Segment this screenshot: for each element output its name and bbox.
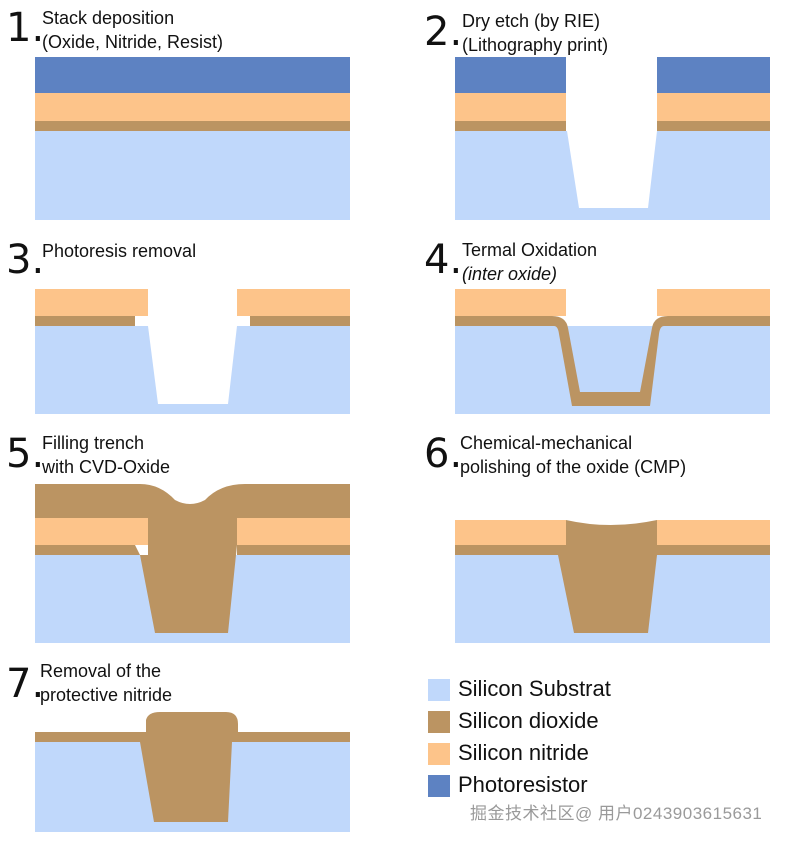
step-3-oxide-left [35, 316, 135, 326]
step-1-nitride-layer [35, 93, 350, 121]
step-5-title: Filling trench [42, 433, 145, 453]
legend-item-silicon-dioxide: Silicon dioxide [428, 707, 688, 739]
legend-item-silicon-substrate: Silicon Substrat [428, 675, 688, 707]
legend-label: Photoresistor [458, 772, 588, 797]
legend-swatch [428, 743, 450, 765]
legend-label: Silicon Substrat [458, 676, 611, 701]
step-3-title: Photoresis removal [42, 241, 197, 261]
step-2-subtitle: (Lithography print) [462, 35, 609, 55]
legend-item-silicon-nitride: Silicon nitride [428, 739, 688, 771]
step-1-subtitle: (Oxide, Nitride, Resist) [42, 32, 224, 52]
step-5-cvd-oxide-fill [35, 484, 350, 633]
step-5-number: 5. [6, 431, 45, 477]
step-2-nitride-right [657, 93, 770, 121]
step-5-nitride-right [237, 518, 350, 545]
step-5-subtitle: with CVD-Oxide [42, 457, 171, 477]
step-7-isolation-oxide-plug [140, 712, 238, 822]
step-6-number: 6. [424, 431, 463, 477]
legend-swatch [428, 679, 450, 701]
step-6-polished-oxide-plug [558, 520, 657, 633]
step-4-nitride-left [455, 289, 566, 316]
legend-label: Silicon nitride [458, 740, 589, 765]
step-6-oxide-right [657, 545, 770, 555]
step-1-oxide-layer [35, 121, 350, 131]
step-4-subtitle: (inter oxide) [462, 264, 558, 284]
step-1-title: Stack deposition [42, 8, 175, 28]
step-1-photoresist-layer [35, 57, 350, 93]
step-6-title: Chemical-mechanical [460, 433, 633, 453]
step-2-oxide-left [455, 121, 566, 131]
step-7-number: 7. [6, 661, 45, 707]
legend-swatch [428, 775, 450, 797]
step-6-nitride-right [657, 520, 770, 545]
step-6-nitride-left [455, 520, 566, 545]
step-2-oxide-right [657, 121, 770, 131]
step-2-photoresist-left [455, 57, 566, 93]
step-1-number: 1. [6, 5, 45, 51]
step-3-substrate-with-trench [35, 326, 350, 414]
step-2-photoresist-right [657, 57, 770, 93]
step-2-nitride-left [455, 93, 566, 121]
step-2-substrate-with-trench [455, 131, 770, 220]
legend-label: Silicon dioxide [458, 708, 599, 733]
step-7-subtitle: protective nitride [40, 685, 173, 705]
step-4-nitride-right [657, 289, 770, 316]
step-3-oxide-right [250, 316, 350, 326]
legend-item-photoresistor: Photoresistor [428, 771, 688, 803]
step-4-thermal-oxide-liner [455, 316, 770, 406]
step-3-nitride-left [35, 289, 148, 316]
step-3-number: 3. [6, 237, 45, 283]
step-1-substrate [35, 131, 350, 220]
step-6-subtitle: polishing of the oxide (CMP) [460, 457, 687, 477]
step-2-number: 2. [424, 9, 463, 55]
step-7-title: Removal of the [40, 661, 162, 681]
step-4-number: 4. [424, 237, 463, 283]
legend: Silicon Substrat Silicon dioxide Silicon… [428, 675, 688, 803]
step-4-title: Termal Oxidation [462, 240, 598, 260]
step-6-oxide-left [455, 545, 566, 555]
step-3-nitride-right [237, 289, 350, 316]
step-2-title: Dry etch (by RIE) [462, 11, 601, 31]
watermark: 掘金技术社区@ 用户0243903615631 [470, 804, 763, 823]
step-5-nitride-left [35, 518, 148, 545]
legend-swatch [428, 711, 450, 733]
